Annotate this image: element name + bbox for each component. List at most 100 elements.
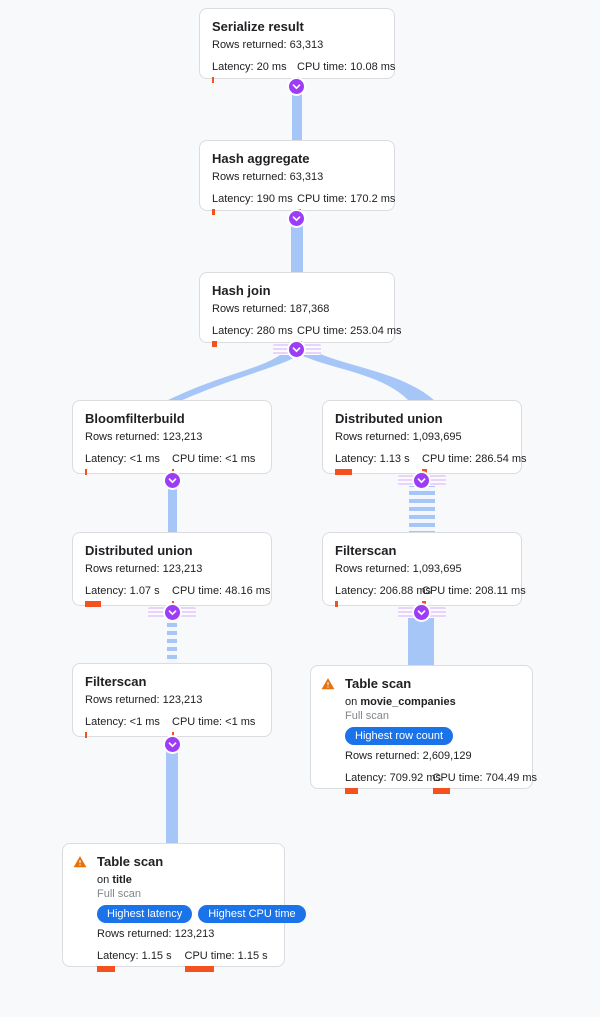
scan-type: Full scan <box>345 710 390 722</box>
node-title: Bloomfilterbuild <box>85 411 185 426</box>
plan-node-filterscan-left[interactable]: Filterscan Rows returned: 123,213 Latenc… <box>72 663 272 738</box>
rows-returned: Rows returned: 2,609,129 <box>345 750 472 762</box>
latency-bar <box>212 77 214 83</box>
plan-node-table-scan-title[interactable]: Table scan on title Full scan Highest la… <box>62 843 306 972</box>
latency-label: Latency: 1.15 s <box>97 950 172 962</box>
plan-node-serialize-result[interactable]: Serialize result Rows returned: 63,313 L… <box>199 8 396 83</box>
edge-serialize-to-hashaggregate <box>292 82 302 140</box>
plan-node-table-scan-movie-companies[interactable]: Table scan on movie_companies Full scan … <box>310 665 538 794</box>
edge-distributedunion-to-filterscan-left <box>167 615 177 663</box>
chevron-down-icon <box>292 83 301 89</box>
chevron-down-icon <box>292 346 301 352</box>
collapse-toggle-distributed-union-right[interactable] <box>414 473 429 488</box>
cpu-time-label: CPU time: <1 ms <box>172 716 256 728</box>
latency-label: Latency: 709.92 ms <box>345 772 442 784</box>
collapse-toggle-filterscan-right[interactable] <box>414 605 429 620</box>
latency-label: Latency: 20 ms <box>212 61 287 73</box>
edge-filterscan-to-tablescan-right <box>408 615 434 667</box>
rows-returned: Rows returned: 123,213 <box>85 694 203 706</box>
badge-highest-row-count: Highest row count <box>345 727 454 745</box>
plan-node-hash-aggregate[interactable]: Hash aggregate Rows returned: 63,313 Lat… <box>199 140 396 215</box>
edge-hashjoin-split <box>166 345 435 401</box>
cpu-time-label: CPU time: 208.11 ms <box>422 585 526 597</box>
node-title: Filterscan <box>335 543 397 558</box>
badge-highest-cpu-time: Highest CPU time <box>198 905 306 923</box>
cpu-time-label: CPU time: 170.2 ms <box>297 193 396 205</box>
node-title: Distributed union <box>85 543 193 558</box>
cpu-time-label: CPU time: 1.15 s <box>184 950 268 962</box>
chevron-down-icon <box>417 609 426 615</box>
warning-icon <box>73 855 87 869</box>
chevron-down-icon <box>292 215 301 221</box>
latency-label: Latency: <1 ms <box>85 716 160 728</box>
scan-target: on title <box>97 874 132 886</box>
node-title: Serialize result <box>212 19 304 34</box>
plan-node-filterscan-right[interactable]: Filterscan Rows returned: 1,093,695 Late… <box>322 532 526 607</box>
latency-label: Latency: 190 ms <box>212 193 293 205</box>
cpu-time-label: CPU time: 48.16 ms <box>172 585 271 597</box>
plan-node-distributed-union-left[interactable]: Distributed union Rows returned: 123,213… <box>72 532 272 607</box>
latency-label: Latency: 1.13 s <box>335 453 410 465</box>
chevron-down-icon <box>168 741 177 747</box>
latency-label: Latency: 206.88 ms <box>335 585 432 597</box>
collapse-toggle-hash-aggregate[interactable] <box>289 211 304 226</box>
rows-returned: Rows returned: 123,213 <box>85 563 203 575</box>
cpu-time-label: CPU time: <1 ms <box>172 453 256 465</box>
edge-hashaggregate-to-hashjoin <box>291 214 303 272</box>
collapse-toggle-filterscan-left[interactable] <box>165 737 180 752</box>
edge-filterscan-to-tablescan-left <box>166 746 178 843</box>
latency-bar <box>345 788 358 794</box>
cpu-time-bar <box>172 469 174 475</box>
latency-bar <box>97 966 115 972</box>
rows-returned: Rows returned: 1,093,695 <box>335 563 462 575</box>
rows-returned: Rows returned: 63,313 <box>212 39 324 51</box>
plan-node-distributed-union-right[interactable]: Distributed union Rows returned: 1,093,6… <box>322 400 527 475</box>
node-title: Hash aggregate <box>212 151 310 166</box>
rows-returned: Rows returned: 123,213 <box>97 928 215 940</box>
cpu-time-bar <box>432 788 450 794</box>
latency-bar <box>335 601 338 607</box>
rows-returned: Rows returned: 1,093,695 <box>335 431 462 443</box>
node-title: Hash join <box>212 283 271 298</box>
latency-label: Latency: <1 ms <box>85 453 160 465</box>
rows-returned: Rows returned: 63,313 <box>212 171 324 183</box>
badge-highest-latency: Highest latency <box>97 905 193 923</box>
cpu-time-bar <box>172 732 174 738</box>
latency-bar <box>85 732 87 738</box>
edge-bloomfilter-to-distributedunion <box>168 483 177 532</box>
node-title: Filterscan <box>85 674 147 689</box>
chevron-down-icon <box>168 609 177 615</box>
plan-node-hash-join[interactable]: Hash join Rows returned: 187,368 Latency… <box>199 272 402 347</box>
rows-returned: Rows returned: 187,368 <box>212 303 330 315</box>
cpu-time-bar <box>172 601 174 607</box>
scan-type: Full scan <box>97 888 142 900</box>
cpu-time-label: CPU time: 10.08 ms <box>297 61 396 73</box>
latency-bar <box>85 601 101 607</box>
edge-distributedunion-to-filterscan-right <box>409 483 435 532</box>
collapse-toggle-hash-join[interactable] <box>289 342 304 357</box>
latency-label: Latency: 1.07 s <box>85 585 160 597</box>
cpu-time-label: CPU time: 286.54 ms <box>422 453 527 465</box>
chevron-down-icon <box>417 477 426 483</box>
latency-bar <box>335 469 352 475</box>
cpu-time-bar <box>422 469 427 475</box>
cpu-time-label: CPU time: 704.49 ms <box>432 772 538 784</box>
cpu-time-bar <box>422 601 426 607</box>
collapse-toggle-bloomfilterbuild[interactable] <box>165 473 180 488</box>
node-title: Table scan <box>97 854 164 869</box>
node-title: Distributed union <box>335 411 443 426</box>
collapse-toggle-distributed-union-left[interactable] <box>165 605 180 620</box>
latency-bar <box>212 341 217 347</box>
node-title: Table scan <box>345 676 412 691</box>
chevron-down-icon <box>168 477 177 483</box>
scan-target: on movie_companies <box>345 696 456 708</box>
latency-bar <box>85 469 87 475</box>
collapse-toggle-serialize-result[interactable] <box>289 79 304 94</box>
latency-label: Latency: 280 ms <box>212 325 293 337</box>
latency-bar <box>212 209 215 215</box>
plan-node-bloomfilterbuild[interactable]: Bloomfilterbuild Rows returned: 123,213 … <box>72 400 272 475</box>
rows-returned: Rows returned: 123,213 <box>85 431 203 443</box>
cpu-time-bar <box>184 966 214 972</box>
warning-icon <box>321 677 335 691</box>
